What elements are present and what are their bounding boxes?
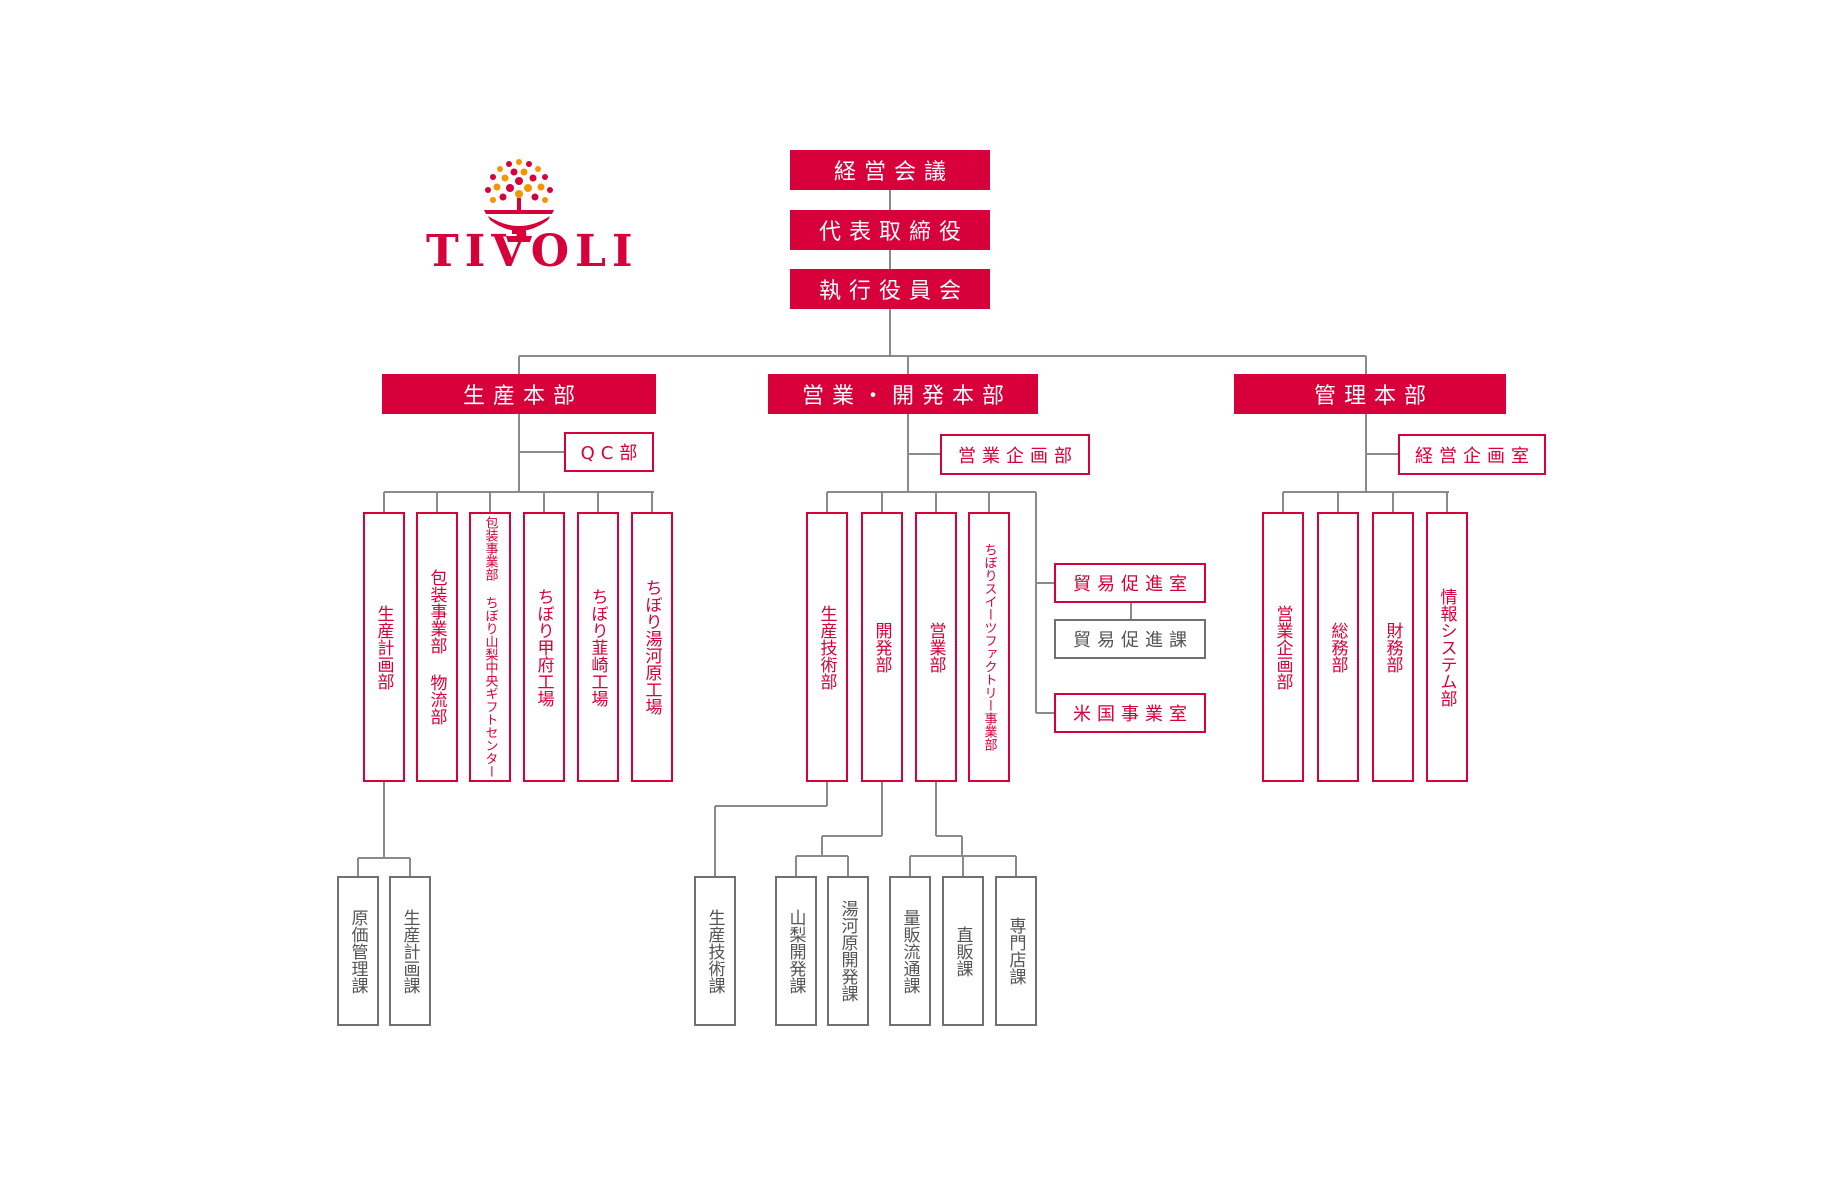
finance-dept-box: 財務部 [1372, 512, 1414, 782]
packaging-logistics-dept-box: 包装事業部 物流部 [416, 512, 458, 782]
admin-sales-planning-dept-box: 営業企画部 [1262, 512, 1304, 782]
production-division-box: 生産本部 [382, 374, 656, 414]
yugawara-development-section-box: 湯河原開発課 [827, 876, 869, 1026]
sales-development-division-box: 営業・開発本部 [768, 374, 1038, 414]
yugawara-factory-box: ちぼり湯河原工場 [631, 512, 673, 782]
production-technology-section-box: 生産技術課 [694, 876, 736, 1026]
board-meeting-box: 経営会議 [790, 150, 990, 190]
executive-committee-box: 執行役員会 [790, 269, 990, 309]
kofu-factory-box: ちぼり甲府工場 [523, 512, 565, 782]
cost-management-section-box: 原価管理課 [337, 876, 379, 1026]
sales-planning-dept-box: 営業企画部 [940, 434, 1090, 475]
production-planning-dept-box: 生産計画部 [363, 512, 405, 782]
production-technology-dept-box: 生産技術部 [806, 512, 848, 782]
tivoli-logo-icon [484, 159, 554, 242]
development-dept-box: 開発部 [861, 512, 903, 782]
information-systems-dept-box: 情報システム部 [1426, 512, 1468, 782]
representative-director-box: 代表取締役 [790, 210, 990, 250]
production-planning-section-box: 生産計画課 [389, 876, 431, 1026]
specialty-store-section-box: 専門店課 [995, 876, 1037, 1026]
yamanashi-development-section-box: 山梨開発課 [775, 876, 817, 1026]
direct-sales-section-box: 直販課 [942, 876, 984, 1026]
management-planning-office-box: 経営企画室 [1398, 434, 1546, 475]
nirasaki-factory-box: ちぼり韮崎工場 [577, 512, 619, 782]
us-business-office-box: 米国事業室 [1054, 693, 1206, 733]
sweets-factory-dept-box: ちぼりスイーツファクトリー事業部 [968, 512, 1010, 782]
qc-dept-box: QC部 [564, 432, 654, 472]
mass-retail-section-box: 量販流通課 [889, 876, 931, 1026]
sales-dept-box: 営業部 [915, 512, 957, 782]
general-affairs-dept-box: 総務部 [1317, 512, 1359, 782]
packaging-gift-center-dept-box: 包装事業部 ちぼり山梨中央ギフトセンター [469, 512, 511, 782]
trade-promotion-office-box: 貿易促進室 [1054, 563, 1206, 603]
logo-text: TIVOLI [426, 226, 639, 277]
trade-promotion-section-box: 貿易促進課 [1054, 619, 1206, 659]
administration-division-box: 管理本部 [1234, 374, 1506, 414]
